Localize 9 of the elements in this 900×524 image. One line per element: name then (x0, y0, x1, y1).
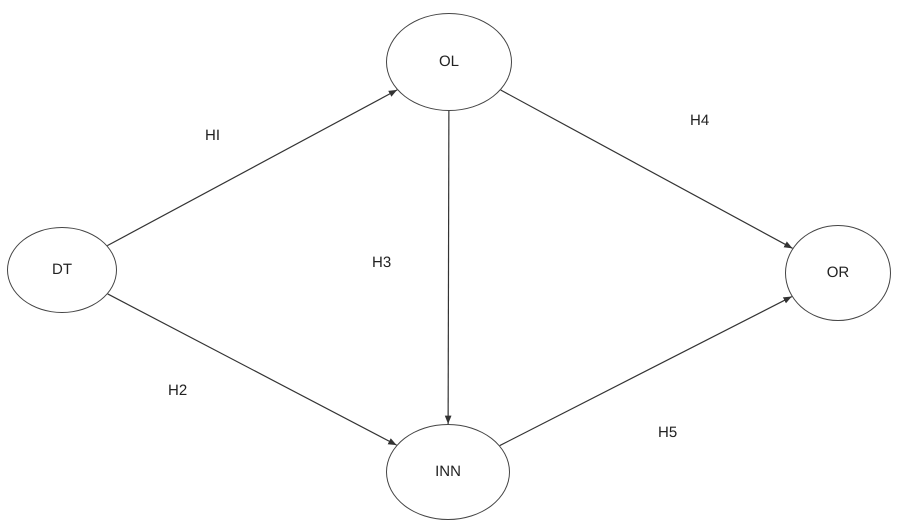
node-label: DT (52, 260, 72, 280)
arrow (500, 90, 793, 249)
node-label: INN (435, 462, 461, 482)
node-label: OR (826, 262, 850, 283)
node-label: OL (438, 52, 459, 72)
arrow (107, 89, 398, 246)
arrow (500, 296, 792, 446)
arrow (107, 293, 397, 446)
arrow (444, 111, 452, 424)
